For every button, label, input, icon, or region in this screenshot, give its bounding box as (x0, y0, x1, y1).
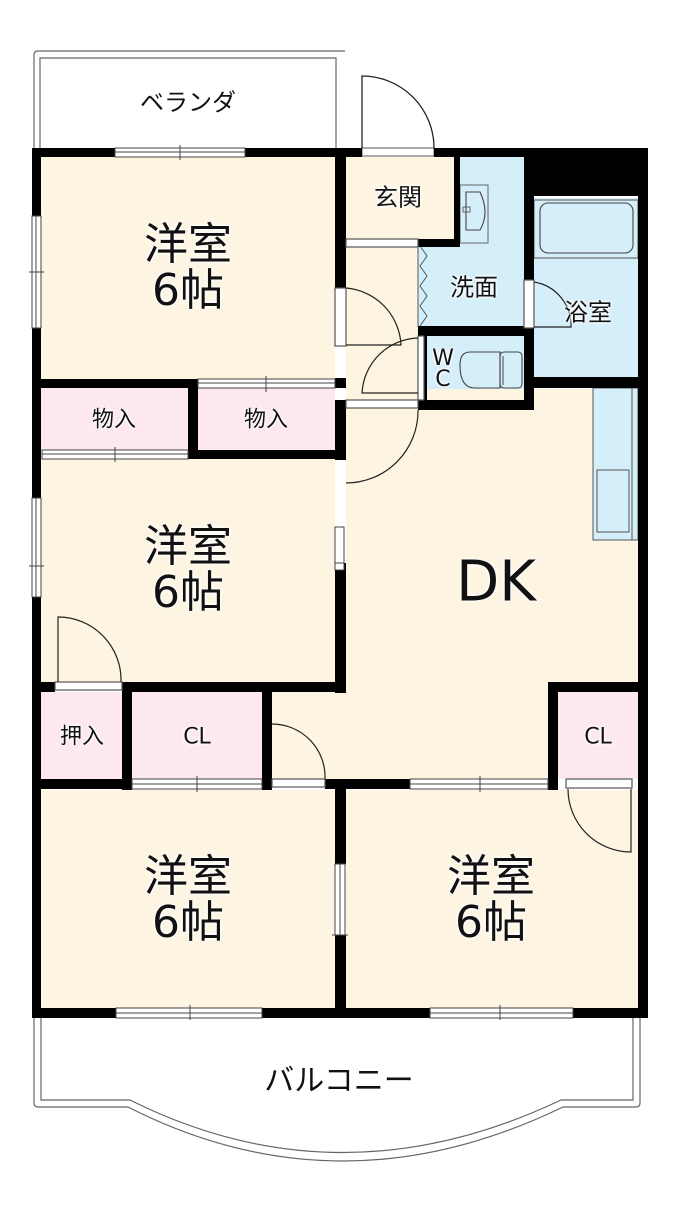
washbasin (459, 184, 489, 244)
bathtub (533, 199, 639, 259)
wc-c-text: C (435, 367, 451, 392)
room-type-text: 洋室 (447, 850, 535, 902)
room-type-text: 洋室 (144, 520, 232, 572)
storage-label-1: 物入 (91, 407, 137, 433)
closet-label-2: CL (584, 724, 612, 750)
dk-label: DK (456, 549, 536, 615)
veranda-area (33, 50, 345, 148)
oshiire-label: 押入 (59, 724, 105, 750)
room-label-western-1: 洋室 6帖 (144, 218, 232, 316)
entrance-door (361, 75, 435, 157)
walls (32, 148, 648, 1018)
bathroom-label: 浴室 (564, 298, 612, 327)
room-size-text: 6帖 (455, 897, 527, 948)
wc-label: W C (432, 346, 454, 392)
toilet (459, 351, 523, 389)
interior-doors (54, 238, 633, 853)
room-label-western-3: 洋室 6帖 (144, 850, 232, 948)
balcony-area (33, 1018, 641, 1162)
room-label-western-4: 洋室 6帖 (447, 850, 535, 948)
windows (29, 145, 574, 1020)
wc-w-text: W (432, 346, 454, 372)
room-type-text: 洋室 (144, 850, 232, 902)
room-label-western-2: 洋室 6帖 (144, 520, 232, 618)
room-size-text: 6帖 (152, 567, 224, 618)
genkan-label: 玄関 (374, 183, 422, 212)
folding-door (417, 245, 428, 327)
veranda-label: ベランダ (140, 88, 236, 117)
closet-label-1: CL (183, 724, 211, 750)
room-type-text: 洋室 (144, 218, 232, 270)
room-size-text: 6帖 (152, 897, 224, 948)
washroom-label: 洗面 (450, 273, 498, 302)
room-size-text: 6帖 (152, 265, 224, 316)
balcony-label: バルコニー (264, 1063, 414, 1099)
storage-label-2: 物入 (243, 407, 289, 433)
kitchen-counter (592, 387, 639, 541)
